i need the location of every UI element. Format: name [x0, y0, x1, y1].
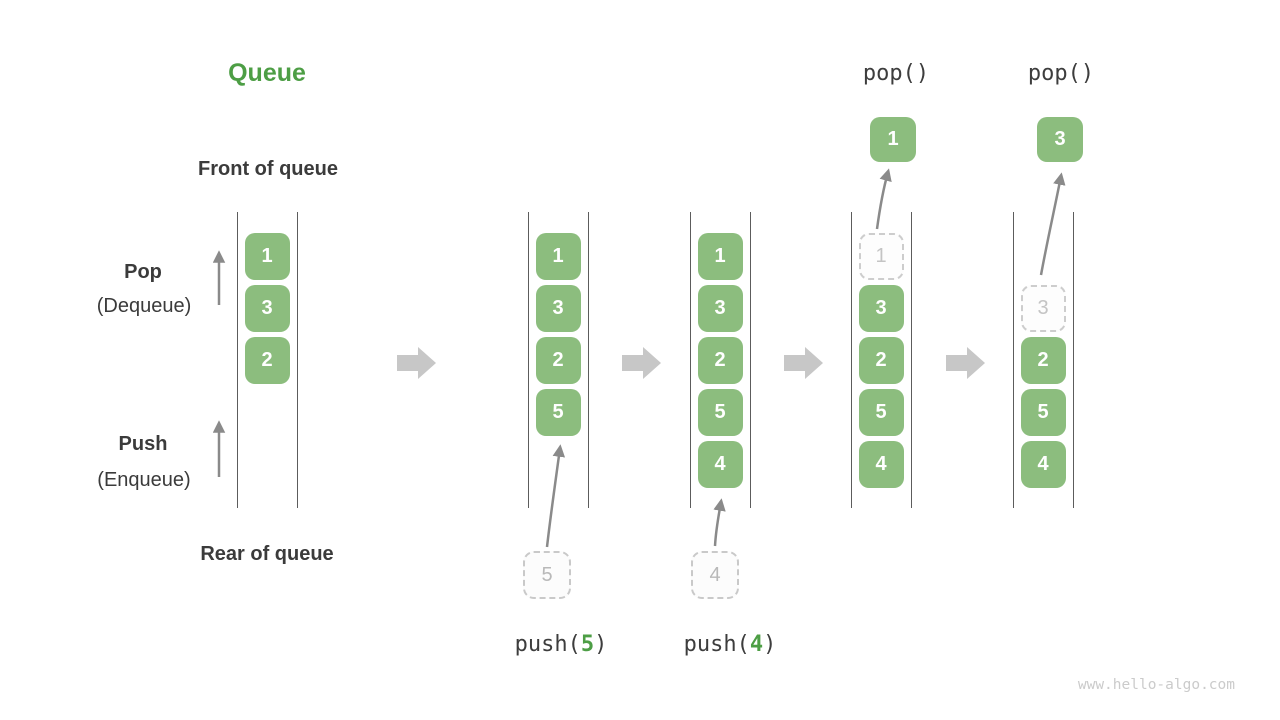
- queue-cell: 5: [535, 389, 581, 436]
- queue-cell: 3: [535, 285, 581, 332]
- queue-cell: 4: [858, 441, 904, 488]
- queue-cell: 4: [1020, 441, 1066, 488]
- push-fn: push(: [514, 632, 581, 657]
- queue-cell: 1: [535, 233, 581, 280]
- queue-cell: 1: [697, 233, 743, 280]
- front-of-queue-label: Front of queue: [198, 158, 338, 180]
- push-4-arrow: [713, 498, 726, 547]
- push-close: ): [763, 632, 777, 657]
- stage-transition-arrow: [397, 347, 436, 379]
- popped-box: 1: [870, 117, 916, 162]
- queue-cell: 5: [858, 389, 904, 436]
- push-close: ): [594, 632, 608, 657]
- stage-transition-arrow: [784, 347, 823, 379]
- queue-cell: 4: [697, 441, 743, 488]
- queue-cell: 2: [244, 337, 290, 384]
- rear-of-queue-label: Rear of queue: [200, 543, 334, 565]
- queue-cell: 2: [858, 337, 904, 384]
- queue-column-1: 1 3 2: [237, 212, 298, 508]
- queue-column-4: 1 3 2 5 4: [851, 212, 912, 508]
- queue-cell: 2: [1020, 337, 1066, 384]
- pending-push-box: 4: [691, 551, 739, 599]
- pop-call-label-1: pop(): [862, 61, 930, 86]
- queue-cell: 1: [244, 233, 290, 280]
- popped-box: 3: [1037, 117, 1083, 162]
- push-label: Push: [118, 433, 168, 455]
- queue-cell: 5: [697, 389, 743, 436]
- queue-column-3: 1 3 2 5 4: [690, 212, 751, 508]
- pop-label: Pop: [124, 261, 162, 283]
- queue-cell: 2: [697, 337, 743, 384]
- pop-call-label-2: pop(): [1027, 61, 1095, 86]
- watermark: www.hello-algo.com: [1077, 677, 1235, 693]
- pending-push-box: 5: [523, 551, 571, 599]
- diagram-title: Queue: [228, 59, 306, 87]
- push-call-label-2: push(4): [684, 632, 777, 657]
- queue-cell: 3: [697, 285, 743, 332]
- ghost-cell: 1: [858, 233, 904, 280]
- queue-cell: 2: [535, 337, 581, 384]
- queue-cell: 3: [858, 285, 904, 332]
- queue-column-2: 1 3 2 5: [528, 212, 589, 508]
- enqueue-label: (Enqueue): [97, 469, 191, 491]
- stage-transition-arrow: [622, 347, 661, 379]
- push-arg: 4: [749, 632, 764, 657]
- push-call-label-1: push(5): [515, 632, 608, 657]
- queue-column-5: 3 2 5 4: [1013, 212, 1074, 508]
- push-fn: push(: [683, 632, 750, 657]
- dequeue-label: (Dequeue): [96, 295, 192, 317]
- push-arg: 5: [580, 632, 595, 657]
- ghost-cell: 3: [1020, 285, 1066, 332]
- queue-cell: 5: [1020, 389, 1066, 436]
- queue-cell: 3: [244, 285, 290, 332]
- stage-transition-arrow: [946, 347, 985, 379]
